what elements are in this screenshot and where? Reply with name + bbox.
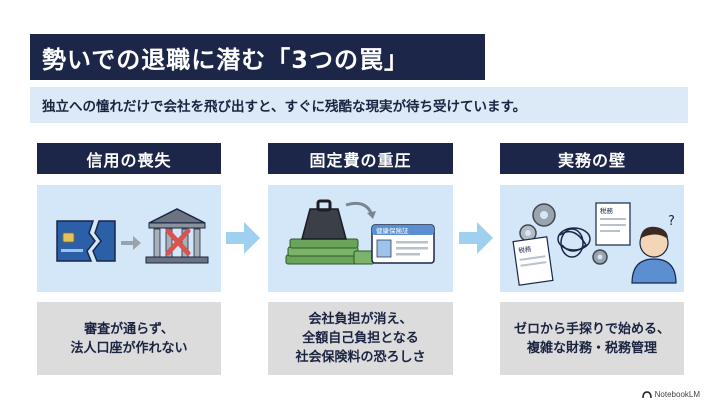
caption-line: 複雑な財務・税務管理: [526, 340, 657, 356]
svg-text:?: ?: [668, 214, 675, 229]
tax-document-icon: 税務: [595, 202, 631, 246]
notebooklm-logo-icon: [641, 390, 652, 398]
footer-brand-label: NotebookLM: [654, 390, 700, 399]
right-arrow-icon: [226, 222, 260, 254]
fixed-cost-illustration: 健康保険証: [285, 199, 435, 265]
column-header-practical: 実務の壁: [500, 143, 684, 174]
insurance-card-icon: 健康保険証: [371, 224, 435, 264]
gears-icon: [519, 203, 608, 265]
footer-brand: NotebookLM: [641, 390, 700, 399]
small-arrow-icon: [121, 236, 141, 250]
insurance-card-label: 健康保険証: [376, 226, 409, 235]
caption-line: 社会保険料の恐ろしさ: [295, 350, 426, 365]
caption-line: ゼロから手探りで始める、: [513, 321, 670, 337]
broken-credit-card-icon: [56, 220, 116, 262]
tax-document-label: 税務: [518, 244, 533, 255]
column-header-fixed-cost: 固定費の重圧: [268, 143, 453, 174]
caption-line: 全額自己負担となる: [302, 331, 419, 346]
caption-fixed-cost: 会社負担が消え、 全額自己負担となる 社会保険料の恐ろしさ: [268, 302, 453, 375]
tangled-thread-icon: [557, 227, 591, 258]
caption-practical: ゼロから手探りで始める、 複雑な財務・税務管理: [500, 302, 684, 375]
practical-illustration: 税務 税務 ?: [512, 202, 677, 286]
caption-credit: 審査が通らず、 法人口座が作れない: [37, 302, 221, 375]
caption-line: 会社負担が消え、: [308, 312, 413, 327]
column-header-credit: 信用の喪失: [37, 143, 221, 174]
panel-fixed-cost: 健康保険証: [268, 185, 453, 292]
panel-credit: [37, 185, 221, 292]
worried-person-icon: ?: [631, 214, 677, 284]
tax-document-icon: 税務: [512, 236, 554, 286]
caption-line: 審査が通らず、: [84, 321, 174, 337]
panel-practical: 税務 税務 ?: [500, 185, 684, 292]
tax-document-label: 税務: [600, 206, 614, 215]
weight-on-money-icon: [285, 199, 375, 265]
bank-rejected-icon: [145, 208, 209, 264]
credit-illustration: [56, 208, 209, 264]
right-arrow-icon: [459, 222, 493, 254]
subtitle-banner: 独立への憧れだけで会社を飛び出すと、すぐに残酷な現実が待ち受けています。: [30, 87, 688, 123]
page-title: 勢いでの退職に潜む「3つの罠」: [30, 34, 485, 80]
caption-line: 法人口座が作れない: [70, 340, 188, 356]
